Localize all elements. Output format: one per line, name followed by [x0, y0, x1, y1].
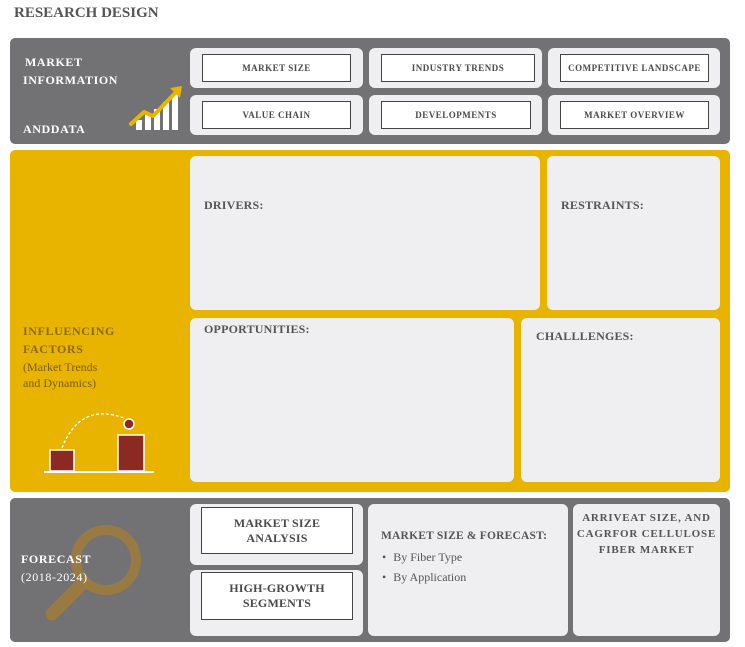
value-chain-box: VALUE CHAIN: [202, 101, 351, 129]
industry-trends-box: INDUSTRY TRENDS: [381, 54, 535, 82]
market-information-label-3: ANDDATA: [23, 122, 86, 136]
market-overview-box: MARKET OVERVIEW: [560, 101, 709, 129]
influencing-factors-label-2: FACTORS: [23, 342, 84, 356]
market-size-box: MARKET SIZE: [202, 54, 351, 82]
drivers-panel: [190, 156, 540, 310]
arrive-line-1: ARRIVEAT SIZE, AND: [582, 512, 711, 524]
high-growth-line-2: SEGMENTS: [242, 596, 312, 610]
competitive-landscape-box: COMPETITIVE LANDSCAPE: [560, 54, 709, 82]
restraints-heading: RESTRAINTS:: [561, 198, 644, 212]
influencing-factors-sub-1: (Market Trends: [23, 360, 98, 374]
high-growth-segments-box: HIGH-GROWTH SEGMENTS: [201, 572, 353, 620]
challenges-heading: CHALLLENGES:: [536, 329, 634, 343]
drivers-heading: DRIVERS:: [204, 198, 264, 212]
page-title: RESEARCH DESIGN: [14, 5, 159, 21]
market-information-label-1: MARKET: [25, 55, 83, 69]
opportunities-heading: OPPORTUNITIES:: [204, 322, 310, 336]
influencing-factors-sub-2: and Dynamics): [23, 376, 96, 390]
forecast-bullet-application: By Application: [382, 570, 466, 585]
influencing-factors-label-1: INFLUENCING: [23, 324, 115, 338]
market-information-label-2: INFORMATION: [23, 73, 119, 87]
market-size-forecast-heading: MARKET SIZE & FORECAST:: [381, 530, 548, 542]
high-growth-line-1: HIGH-GROWTH: [229, 581, 325, 595]
arrive-line-2: CAGRFOR CELLULOSE: [576, 528, 717, 540]
opportunities-panel: [190, 318, 514, 482]
arrive-at-size-text: ARRIVEAT SIZE, AND CAGRFOR CELLULOSE FIB…: [576, 510, 717, 558]
forecast-label-2: (2018-2024): [21, 570, 88, 584]
arrive-line-3: FIBER MARKET: [598, 544, 695, 556]
magnifier-icon: [45, 525, 141, 621]
bar-chart-growth-icon: [129, 86, 182, 130]
market-size-analysis-box: MARKET SIZE ANALYSIS: [201, 507, 353, 554]
bouncing-ball-bars-icon: [44, 413, 154, 473]
forecast-bullet-fiber-type: By Fiber Type: [382, 550, 466, 565]
restraints-panel: [547, 156, 720, 310]
challenges-panel: [521, 318, 720, 482]
developments-box: DEVELOPMENTS: [381, 101, 531, 129]
forecast-label-1: FORECAST: [21, 552, 92, 566]
arrive-at-size-panel: [573, 504, 720, 636]
forecast-bullet-list: By Fiber Type By Application: [382, 550, 466, 590]
